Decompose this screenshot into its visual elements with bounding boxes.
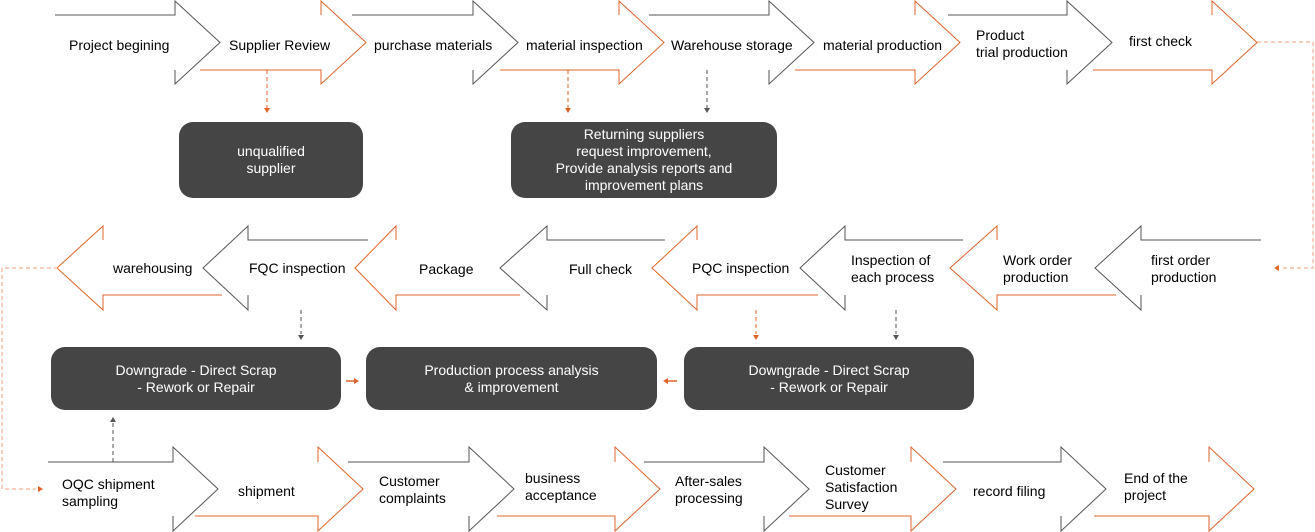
arrowhead-each-process [893, 335, 899, 340]
arrowhead-supplier-review [264, 108, 270, 113]
connector-warehousing-loop [1, 267, 58, 490]
middle-arrow-4 [651, 224, 818, 312]
box-process-analysis: Production process analysis & improvemen… [366, 347, 657, 410]
step-material-production: material production [823, 37, 943, 53]
middle-arrow-3 [499, 224, 665, 312]
step-fqc-inspection: FQC inspection [249, 260, 346, 276]
step-record-filing: record filing [973, 483, 1046, 499]
step-business-acceptance: business acceptance [525, 470, 597, 503]
top-arrow-3 [500, 0, 665, 86]
arrowhead-fqc [298, 335, 304, 340]
middle-arrow-1 [202, 224, 368, 312]
bottom-arrow-5 [789, 445, 957, 532]
step-work-order-production: Work order production [1003, 252, 1072, 285]
step-pqc-inspection: PQC inspection [692, 260, 790, 276]
step-supplier-review: Supplier Review [229, 37, 331, 53]
top-arrow-1 [200, 0, 367, 86]
bottom-arrow-3 [497, 445, 661, 532]
middle-arrow-7 [1094, 224, 1261, 312]
step-after-sales-processing: After-sales processing [675, 473, 743, 506]
middle-arrow-2 [354, 224, 520, 312]
top-arrow-2 [352, 0, 519, 86]
arrowhead-first-order [1274, 265, 1279, 271]
step-package: Package [419, 261, 474, 277]
step-product-trial-production: Product trial production [976, 27, 1068, 60]
step-customer-satisfaction-survey: Customer Satisfaction Survey [825, 462, 898, 512]
arrowhead-oqc-up [110, 417, 116, 422]
arrowhead-analysis-right [663, 378, 668, 384]
arrowhead-oqc [38, 486, 43, 492]
bottom-arrow-2 [348, 445, 515, 532]
bottom-arrow-6 [943, 445, 1107, 532]
step-warehouse-storage: Warehouse storage [671, 37, 793, 53]
box-downgrade-right: Downgrade - Direct Scrap - Rework or Rep… [684, 347, 974, 410]
top-arrow-5 [795, 0, 961, 86]
step-end-of-project: End of the project [1124, 470, 1188, 503]
bottom-arrow-4 [644, 445, 810, 532]
middle-arrow-5 [799, 224, 963, 312]
step-customer-complaints: Customer complaints [379, 473, 446, 506]
bottom-arrow-7 [1094, 445, 1255, 532]
step-first-check: first check [1129, 33, 1193, 49]
step-purchase-materials: purchase materials [374, 37, 493, 53]
step-inspection-each-process: Inspection of each process [851, 252, 935, 285]
step-oqc-shipment-sampling: OQC shipment sampling [62, 476, 155, 509]
box-unqualified-supplier: unqualified supplier [179, 122, 363, 198]
step-material-inspection: material inspection [526, 37, 643, 53]
top-arrow-0 [55, 0, 221, 86]
bottom-arrow-0 [48, 445, 219, 532]
step-first-order-production: first order production [1151, 252, 1217, 285]
top-arrow-4 [649, 0, 815, 86]
connector-first-check-loop [1257, 41, 1314, 269]
top-arrow-7 [1093, 0, 1258, 86]
box-downgrade-left: Downgrade - Direct Scrap - Rework or Rep… [51, 347, 341, 410]
step-project-begining: Project begining [69, 37, 170, 53]
arrowhead-material-inspection [565, 108, 571, 113]
arrowhead-warehouse-storage [704, 108, 710, 113]
bottom-arrow-1 [195, 445, 364, 532]
step-full-check: Full check [569, 261, 633, 277]
step-shipment: shipment [238, 483, 295, 499]
middle-arrow-0 [56, 224, 222, 312]
middle-arrow-6 [949, 224, 1116, 312]
step-warehousing: warehousing [113, 260, 193, 276]
box-returning-suppliers: Returning suppliers request improvement,… [511, 122, 777, 198]
top-arrow-6 [948, 0, 1113, 86]
arrowhead-pqc [753, 335, 759, 340]
arrowhead-analysis-left [354, 378, 359, 384]
